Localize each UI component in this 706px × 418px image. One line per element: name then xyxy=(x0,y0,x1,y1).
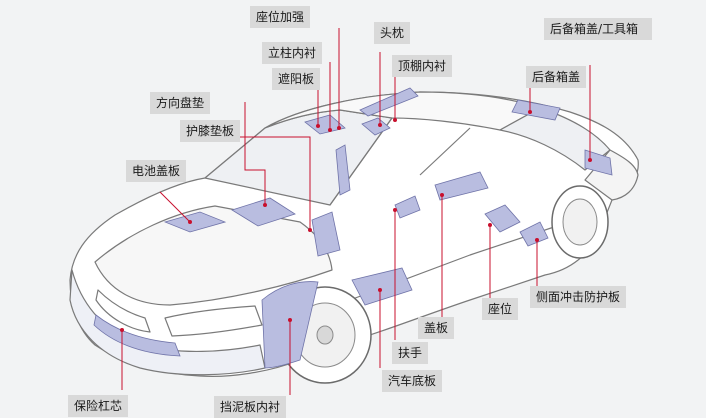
sun-visor-part xyxy=(304,114,346,135)
label-steering-pad: 方向盘垫 xyxy=(150,92,211,114)
trunk-toolbox-part xyxy=(584,149,613,176)
headrest-part xyxy=(361,117,391,136)
trunk-lid-part xyxy=(511,99,561,121)
label-trunk-lid-toolbox: 后备箱盖/工具箱 xyxy=(544,18,652,40)
leader-lines xyxy=(121,28,591,395)
label-floor-panel: 汽车底板 xyxy=(382,370,443,392)
label-battery-cover: 电池盖板 xyxy=(126,160,186,182)
leader-dots xyxy=(120,110,592,332)
label-headrest: 头枕 xyxy=(374,22,411,44)
label-sun-visor: 遮阳板 xyxy=(272,68,321,90)
label-seat: 座位 xyxy=(482,298,519,320)
rear-wheel xyxy=(551,185,609,259)
label-cover-panel: 盖板 xyxy=(418,317,455,339)
label-bumper-core: 保险杠芯 xyxy=(68,395,129,417)
battery-cover-part xyxy=(163,211,227,233)
seat-part xyxy=(484,204,521,233)
bumper-core-part xyxy=(93,314,181,357)
floor-panel-part xyxy=(351,267,413,306)
label-fender-liner: 挡泥板内衬 xyxy=(214,396,287,418)
highlighted-parts xyxy=(93,87,613,369)
pillar-part xyxy=(335,144,351,196)
headliner-part xyxy=(359,87,419,117)
label-headliner: 顶棚内衬 xyxy=(392,55,453,77)
label-pillar-trim: 立柱内衬 xyxy=(262,42,323,64)
label-side-impact: 侧面冲击防护板 xyxy=(530,286,627,308)
label-knee-pad: 护膝垫板 xyxy=(180,120,241,142)
label-armrest: 扶手 xyxy=(392,342,429,364)
armrest-part xyxy=(394,195,421,219)
rear-seat-part xyxy=(434,171,489,201)
knee-pad-part xyxy=(231,197,296,227)
side-impact-part xyxy=(519,221,549,247)
label-seat-reinforcement: 座位加强 xyxy=(250,6,311,28)
cover-panel-front xyxy=(311,211,341,257)
label-trunk-lid: 后备箱盖 xyxy=(526,66,587,88)
